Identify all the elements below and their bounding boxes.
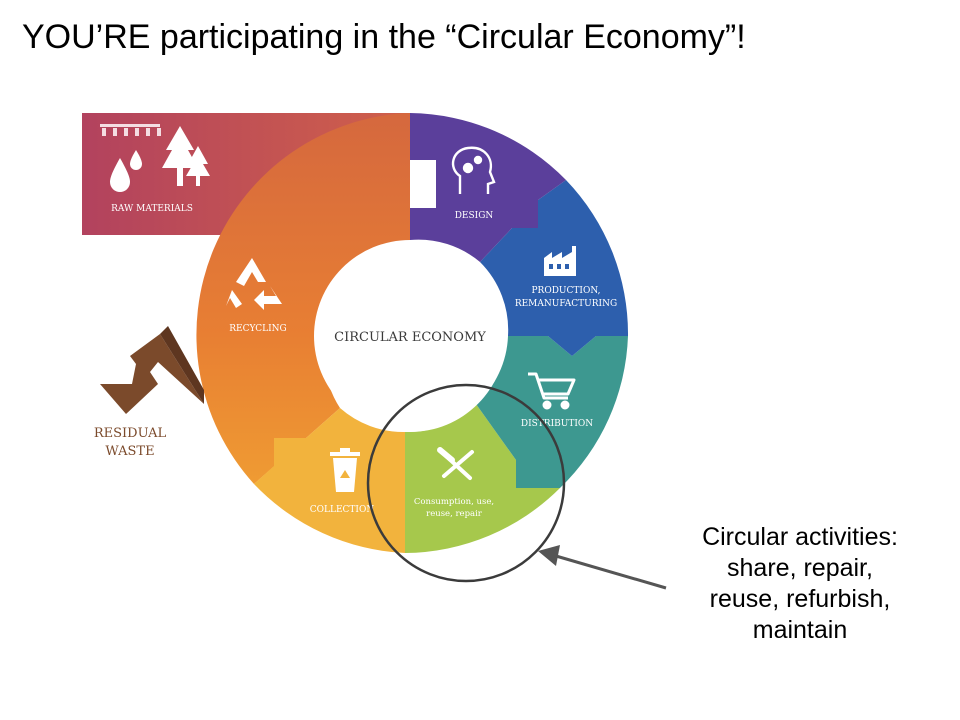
consumption-segment (405, 404, 560, 553)
recycling-label: RECYCLING (229, 324, 287, 334)
page-title: YOU’RE participating in the “Circular Ec… (22, 18, 746, 56)
production-label-line1: PRODUCTION, (532, 286, 601, 296)
callout-line-1: Circular activities: (702, 523, 898, 551)
callout-line-4: maintain (752, 616, 848, 644)
recycle-bin-icon (330, 448, 360, 492)
collection-segment (254, 408, 405, 553)
tools-icon (437, 447, 474, 480)
consumption-label-line1: Consumption, use, (414, 497, 494, 507)
highlight-circle (366, 383, 566, 583)
callout-text: Circular activities: share, repair, reus… (662, 522, 938, 646)
trees-icon (162, 126, 210, 186)
shopping-cart-icon (528, 372, 576, 410)
residual-waste-label-line1: RESIDUAL (94, 426, 167, 441)
consumption-label-line2: reuse, repair (426, 509, 483, 519)
center-label: CIRCULAR ECONOMY (334, 330, 486, 345)
raw-materials-label: RAW MATERIALS (111, 204, 193, 214)
seedlings-icon (100, 124, 161, 136)
recycling-segment (196, 113, 410, 484)
collection-label: COLLECTION (310, 505, 375, 515)
callout-arrow (538, 545, 667, 590)
residual-waste-label-line2: WASTE (105, 444, 154, 459)
head-gears-icon (451, 146, 496, 194)
water-drops-icon (110, 150, 142, 192)
recycle-icon (226, 258, 282, 310)
callout-line-2: share, repair, (727, 554, 873, 582)
callout-line-3: reuse, refurbish, (709, 585, 891, 613)
down-arrow-icon (100, 326, 204, 414)
center-circle (314, 240, 506, 432)
production-label-line2: REMANUFACTURING (515, 299, 617, 309)
design-label: DESIGN (455, 211, 494, 221)
distribution-label: DISTRIBUTION (521, 419, 593, 429)
distribution-segment (476, 336, 628, 488)
